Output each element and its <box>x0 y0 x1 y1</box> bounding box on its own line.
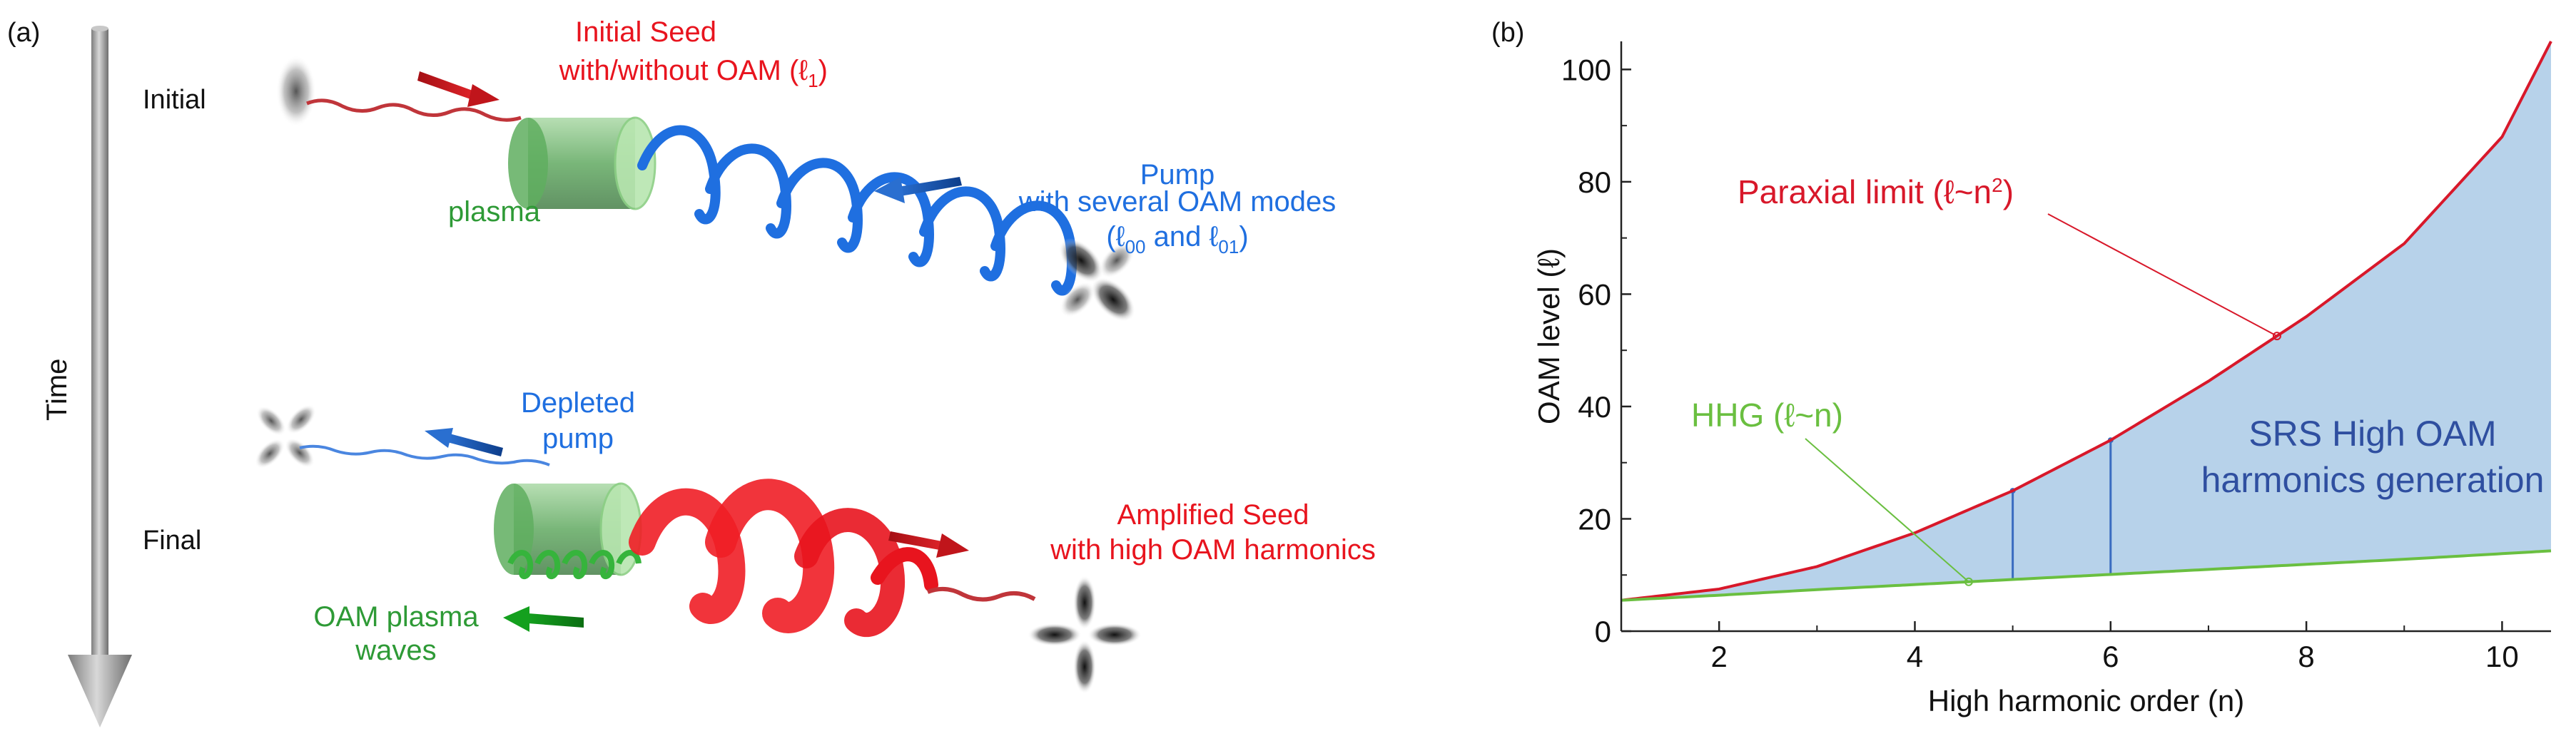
y-tick-label-100: 100 <box>1561 53 1611 86</box>
initial-seed-beam <box>306 98 522 122</box>
srs-region-title: SRS High OAM <box>2248 414 2496 454</box>
initial-label: Initial <box>143 85 206 115</box>
srs-region-fill <box>1621 41 2551 601</box>
final-label: Final <box>143 526 201 556</box>
initial-seed-spot <box>276 56 316 127</box>
hhg-leader-dot <box>1964 577 1973 586</box>
pump-arrow <box>874 177 962 203</box>
paraxial-curve <box>1621 41 2552 602</box>
amplified-seed-title: Amplified Seed <box>1117 499 1309 531</box>
x-tick-label-4: 4 <box>1907 640 1923 673</box>
x-axis-label: High harmonic order (n) <box>1928 684 2245 717</box>
x-tick-label-8: 8 <box>2298 640 2314 673</box>
y-tick-label-40: 40 <box>1578 390 1611 424</box>
y-tick-label-60: 60 <box>1578 277 1611 311</box>
hhg-label: HHG (ℓ~n) <box>1691 397 1843 434</box>
time-axis-cap <box>91 26 108 31</box>
y-tick-label-20: 20 <box>1578 502 1611 536</box>
x-tick-label-10: 10 <box>2485 640 2519 673</box>
plasma-label: plasma <box>448 196 541 228</box>
pump-spot <box>1058 237 1136 322</box>
amplified-seed-helix <box>629 479 1036 637</box>
y-tick-label-80: 80 <box>1578 165 1611 199</box>
srs-region-subtitle: harmonics generation <box>2201 460 2545 500</box>
depleted-pump-arrow <box>425 428 503 456</box>
x-tick-label-6: 6 <box>2102 640 2119 673</box>
time-axis-shaft <box>91 29 108 656</box>
y-axis-label: OAM level (ℓ) <box>1532 248 1566 424</box>
plasma-waves-subtitle: waves <box>355 635 436 666</box>
depleted-pump-title: Depleted <box>521 387 635 419</box>
x-tick-label-2: 2 <box>1710 640 1727 673</box>
hhg-curve <box>1621 549 2552 602</box>
paraxial-leader-dot <box>2272 332 2281 341</box>
initial-seed-title: Initial Seed <box>575 16 716 48</box>
initial-seed-subtitle: with/without OAM (ℓ1) <box>559 55 828 91</box>
time-axis: Time <box>41 26 132 727</box>
pump-helix <box>637 125 1077 296</box>
y-tick-label-0: 0 <box>1595 615 1611 648</box>
paraxial-label: Paraxial limit (ℓ~n2) <box>1738 173 2014 210</box>
amplified-seed-spot <box>1028 576 1142 694</box>
time-axis-arrowhead <box>68 655 132 727</box>
hhg-leader <box>1805 438 1969 583</box>
amplified-seed-arrow <box>888 531 969 558</box>
initial-plasma-cylinder <box>508 116 656 210</box>
plasma-waves-title: OAM plasma <box>313 601 479 633</box>
paraxial-leader <box>2047 213 2278 337</box>
pump-subtitle: with several OAM modes <box>1018 186 1337 218</box>
plasma-wave-arrow <box>503 606 584 632</box>
plasma-wave-coil <box>507 550 642 579</box>
time-label: Time <box>41 359 73 421</box>
depleted-pump-spot <box>255 404 316 469</box>
amplified-seed-subtitle: with high OAM harmonics <box>1050 534 1376 566</box>
initial-seed-arrow <box>417 71 500 107</box>
pump-modes: (ℓ00 and ℓ01) <box>1106 221 1248 257</box>
pump-title: Pump <box>1140 159 1215 190</box>
panel-b-label: (b) <box>1491 18 1524 48</box>
depleted-pump-subtitle: pump <box>542 423 614 454</box>
panel-a-label: (a) <box>7 18 40 48</box>
depleted-pump-beam <box>299 444 550 466</box>
